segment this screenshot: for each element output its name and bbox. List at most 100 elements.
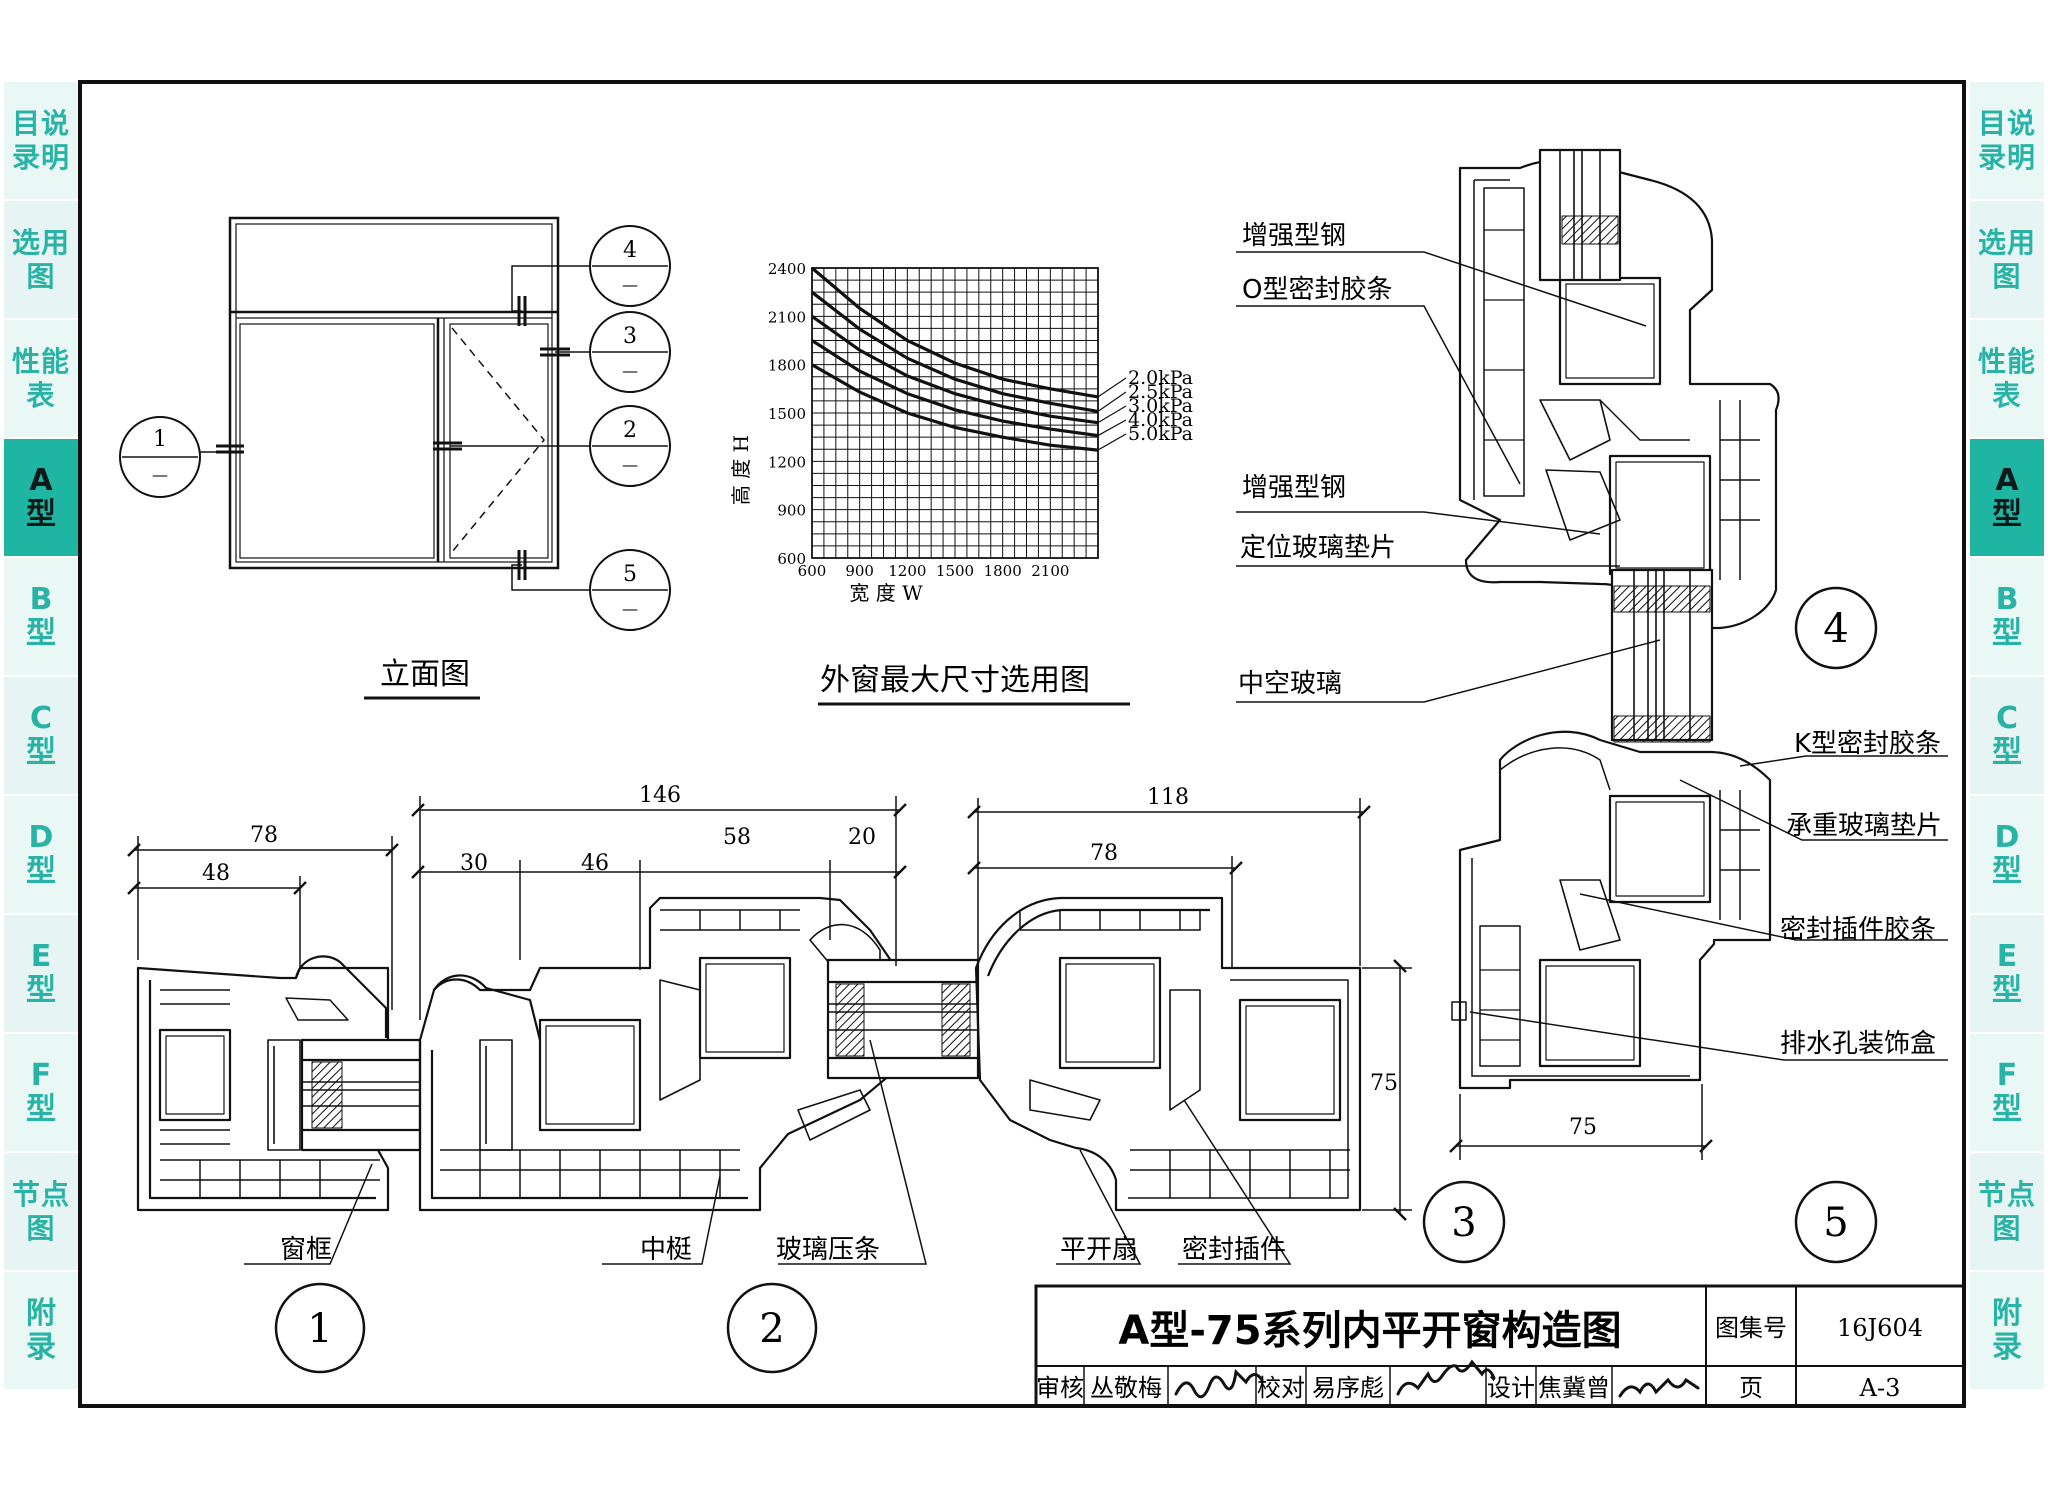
side-tab-label: 附录 xyxy=(1992,1295,2022,1365)
side-tab-0[interactable]: 目说录明 xyxy=(1970,80,2044,199)
side-tab-7[interactable]: E型 xyxy=(1970,913,2044,1032)
side-tab-label: D型 xyxy=(26,819,56,889)
side-tab-2[interactable]: 性能表 xyxy=(1970,318,2044,437)
label-sash: 平开扇 xyxy=(1060,1235,1138,1265)
side-tab-label: 节点图 xyxy=(11,1177,70,1245)
svg-text:1: 1 xyxy=(307,1306,332,1352)
side-tab-4[interactable]: B型 xyxy=(1970,556,2044,675)
svg-text:46: 46 xyxy=(581,851,609,876)
side-tab-9[interactable]: 节点图 xyxy=(4,1151,78,1270)
plot-border xyxy=(811,267,1099,559)
label-o-seal: O型密封胶条 xyxy=(1242,275,1392,305)
side-tab-label: F型 xyxy=(1992,1057,2022,1127)
x-tick-label: 600 xyxy=(798,562,827,580)
side-tab-3[interactable]: A型 xyxy=(1970,437,2044,556)
side-tab-3[interactable]: A型 xyxy=(4,437,78,556)
side-tab-8[interactable]: F型 xyxy=(4,1032,78,1151)
side-tab-label: B型 xyxy=(26,581,56,651)
svg-text:—: — xyxy=(622,599,638,618)
svg-text:—: — xyxy=(622,275,638,294)
label-bearing-spacer: 承重玻璃垫片 xyxy=(1786,811,1942,841)
label-frame: 窗框 xyxy=(280,1235,332,1265)
marker-5: 5 — xyxy=(589,549,671,631)
review-label: 审核 xyxy=(1036,1374,1084,1402)
svg-text:78: 78 xyxy=(1090,841,1118,866)
side-tab-6[interactable]: D型 xyxy=(4,794,78,913)
label-k-seal: K型密封胶条 xyxy=(1794,729,1941,759)
svg-text:—: — xyxy=(622,455,638,474)
side-tab-9[interactable]: 节点图 xyxy=(1970,1151,2044,1270)
side-tab-4[interactable]: B型 xyxy=(4,556,78,675)
side-tab-label: C型 xyxy=(26,700,56,770)
svg-text:5: 5 xyxy=(1823,1200,1848,1246)
svg-text:2: 2 xyxy=(623,418,637,443)
side-tab-label: 性能表 xyxy=(1977,344,2036,412)
svg-text:1: 1 xyxy=(153,427,167,452)
side-tab-1[interactable]: 选用图 xyxy=(4,199,78,318)
side-tab-label: 附录 xyxy=(26,1295,56,1365)
side-tab-5[interactable]: C型 xyxy=(4,675,78,794)
x-axis-label: 宽 度 W xyxy=(849,581,923,605)
svg-text:78: 78 xyxy=(250,823,278,848)
side-tab-2[interactable]: 性能表 xyxy=(4,318,78,437)
series-line-4 xyxy=(811,363,1099,452)
series-line-2 xyxy=(811,314,1099,425)
side-tab-label: F型 xyxy=(26,1057,56,1127)
side-tab-8[interactable]: F型 xyxy=(1970,1032,2044,1151)
y-tick-label: 1200 xyxy=(768,453,806,471)
svg-text:75: 75 xyxy=(1370,1071,1398,1096)
label-steel-1: 增强型钢 xyxy=(1242,221,1346,251)
y-tick-label: 1500 xyxy=(768,405,806,423)
side-tab-10[interactable]: 附录 xyxy=(1970,1270,2044,1389)
x-tick-label: 1800 xyxy=(984,562,1022,580)
side-tab-label: 选用图 xyxy=(11,225,70,293)
side-tab-label: 目说录明 xyxy=(1977,106,2036,174)
series-line-3 xyxy=(811,339,1099,438)
label-insert: 密封插件 xyxy=(1182,1235,1286,1265)
designer-name: 焦冀曾 xyxy=(1538,1374,1610,1402)
x-tick-label: 1200 xyxy=(888,562,926,580)
section-callouts xyxy=(244,1039,1292,1265)
marker-2: 2 — xyxy=(589,405,671,487)
checker-name: 易序彪 xyxy=(1312,1374,1384,1402)
side-tab-label: C型 xyxy=(1992,700,2022,770)
svg-text:—: — xyxy=(622,361,638,380)
svg-text:4: 4 xyxy=(1823,606,1848,652)
side-tab-5[interactable]: C型 xyxy=(1970,675,2044,794)
side-tab-label: D型 xyxy=(1992,819,2022,889)
x-tick-label: 1500 xyxy=(936,562,974,580)
vertical-sections xyxy=(1451,148,1780,1090)
chart-title: 外窗最大尺寸选用图 xyxy=(820,663,1090,698)
svg-text:30: 30 xyxy=(460,851,488,876)
series-label-3: 4.0kPa xyxy=(1128,409,1193,431)
atlas-number: 16J604 xyxy=(1837,1314,1923,1342)
title-block xyxy=(1034,1284,1966,1408)
series-label-1: 2.5kPa xyxy=(1128,381,1193,403)
y-tick-label: 1800 xyxy=(768,357,806,375)
side-tab-0[interactable]: 目说录明 xyxy=(4,80,78,199)
series-label-4: 5.0kPa xyxy=(1128,423,1193,445)
side-tab-label: 目说录明 xyxy=(11,106,70,174)
svg-text:146: 146 xyxy=(639,783,681,808)
horizontal-sections xyxy=(136,896,1362,1212)
side-tab-1[interactable]: 选用图 xyxy=(1970,199,2044,318)
series-leader-2 xyxy=(1097,405,1127,424)
left-side-nav: 目说录明选用图性能表 A型 B型 C型 D型 E型 F型节点图附录 xyxy=(4,80,78,1389)
svg-text:20: 20 xyxy=(848,825,876,850)
dimension-lines xyxy=(127,796,1713,1221)
elevation-title: 立面图 xyxy=(380,657,470,692)
side-tab-6[interactable]: D型 xyxy=(1970,794,2044,913)
y-tick-label: 2100 xyxy=(768,308,806,326)
side-tab-10[interactable]: 附录 xyxy=(4,1270,78,1389)
detail-numbers: 1 2 3 4 5 xyxy=(274,586,1878,1374)
svg-text:—: — xyxy=(152,465,168,484)
label-insert-seal: 密封插件胶条 xyxy=(1780,915,1936,945)
side-tab-label: A型 xyxy=(26,462,56,532)
svg-text:5: 5 xyxy=(623,562,637,587)
side-tab-7[interactable]: E型 xyxy=(4,913,78,1032)
side-tab-label: E型 xyxy=(1992,938,2022,1008)
x-tick-label: 2100 xyxy=(1031,562,1069,580)
series-leader-0 xyxy=(1097,377,1127,398)
